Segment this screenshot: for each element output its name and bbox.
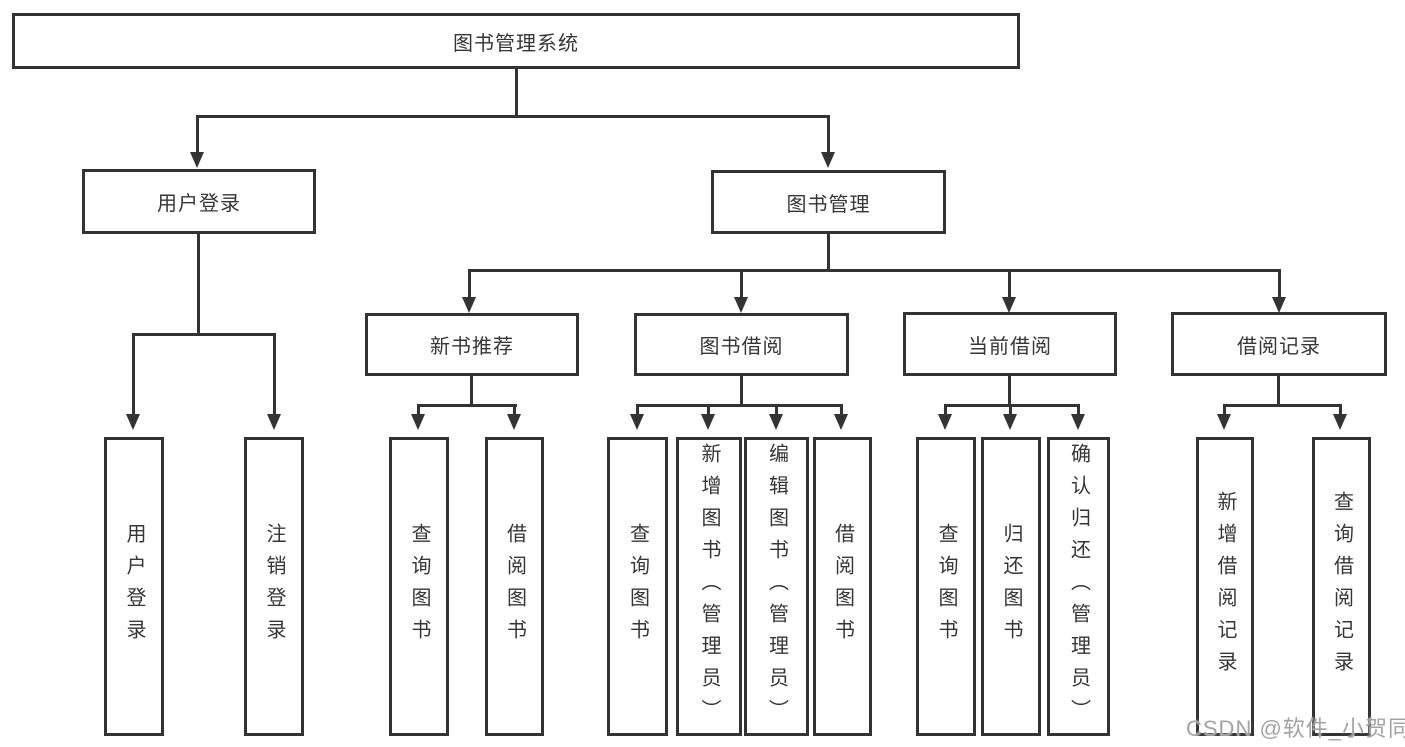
connector-line (636, 404, 639, 416)
arrow-down-icon (1071, 414, 1085, 430)
arrow-down-icon (411, 414, 425, 430)
connector-line (468, 269, 471, 298)
node-root-system: 图书管理系统 (12, 13, 1020, 69)
arrow-down-icon (1272, 297, 1286, 313)
arrow-down-icon (1003, 414, 1017, 430)
connector-line (707, 404, 710, 416)
connector-line (515, 68, 518, 118)
node-label: 图书借阅 (699, 336, 784, 358)
leaf-label: 查询借阅记录 (1330, 490, 1353, 683)
leaf-label: 借阅图书 (831, 522, 854, 651)
arrow-down-icon (834, 414, 848, 430)
node-new-book-recommend: 新书推荐 (365, 313, 579, 376)
connector-line (840, 404, 843, 416)
leaf-user-login: 用户登录 (104, 437, 164, 736)
arrow-down-icon (267, 414, 281, 430)
connector-line (636, 404, 843, 407)
node-label: 图书管理系统 (453, 32, 579, 55)
leaf-label: 注销登录 (263, 522, 285, 651)
arrow-down-icon (1217, 414, 1231, 430)
csdn-watermark: CSDN @软件_小贺同学 (1186, 716, 1405, 741)
arrow-down-icon (507, 414, 521, 430)
node-label: 用户登录 (157, 193, 241, 215)
leaf-label: 查询图书 (408, 522, 430, 651)
connector-line (944, 404, 947, 416)
connector-line (1009, 404, 1012, 416)
connector-line (740, 269, 743, 298)
connector-line (1077, 404, 1080, 416)
leaf-label: 用户登录 (123, 522, 145, 651)
leaf-label: 确认归还（管理员） (1067, 442, 1090, 731)
connector-line (775, 404, 778, 416)
connector-line (417, 404, 517, 407)
connector-line (827, 234, 830, 272)
arrow-down-icon (701, 414, 715, 430)
leaf-return-book: 归还图书 (981, 437, 1041, 736)
connector-line (1277, 376, 1280, 407)
connector-line (197, 234, 200, 334)
arrow-down-icon (1333, 414, 1347, 430)
connector-line (470, 376, 473, 407)
leaf-label: 新增借阅记录 (1214, 490, 1236, 683)
connector-line (1339, 404, 1342, 416)
node-borrow-records: 借阅记录 (1171, 312, 1387, 376)
arrow-down-icon (126, 414, 140, 430)
connector-line (740, 376, 743, 407)
leaf-query-book-2: 查询图书 (607, 437, 668, 736)
leaf-add-borrow-record: 新增借阅记录 (1196, 437, 1254, 736)
leaf-borrow-book-2: 借阅图书 (813, 437, 872, 736)
arrow-down-icon (190, 152, 204, 168)
arrow-down-icon (630, 414, 644, 430)
leaf-label: 归还图书 (1000, 522, 1022, 651)
node-label: 当前借阅 (968, 335, 1052, 358)
node-user-login: 用户登录 (82, 169, 316, 234)
leaf-label: 借阅图书 (503, 522, 526, 651)
leaf-query-borrow-record: 查询借阅记录 (1312, 437, 1371, 736)
leaf-query-book-1: 查询图书 (389, 437, 449, 736)
connector-line (1008, 269, 1011, 298)
connector-line (132, 333, 276, 336)
node-book-borrow: 图书借阅 (634, 313, 849, 376)
node-label: 图书管理 (786, 193, 871, 216)
leaf-add-book-admin: 新增图书（管理员） (676, 437, 742, 736)
connector-line (273, 333, 276, 417)
connector-line (196, 115, 830, 118)
node-current-borrow: 当前借阅 (903, 312, 1117, 376)
arrow-down-icon (769, 414, 783, 430)
leaf-label: 查询图书 (626, 522, 649, 651)
node-book-management: 图书管理 (711, 170, 946, 234)
connector-line (196, 115, 199, 153)
node-label: 新书推荐 (430, 336, 514, 358)
leaf-label: 新增图书（管理员） (698, 442, 720, 731)
connector-line (1278, 269, 1281, 298)
connector-line (468, 269, 1281, 272)
connector-line (132, 333, 135, 417)
connector-line (417, 404, 420, 416)
arrow-down-icon (462, 297, 476, 313)
connector-line (827, 115, 830, 153)
leaf-borrow-book-1: 借阅图书 (485, 437, 544, 736)
connector-line (1008, 376, 1011, 407)
connector-line (513, 404, 516, 416)
leaf-logout: 注销登录 (244, 437, 304, 736)
leaf-label: 编辑图书（管理员） (765, 442, 788, 731)
connector-line (1223, 404, 1342, 407)
leaf-query-book-3: 查询图书 (916, 437, 976, 736)
arrow-down-icon (821, 152, 835, 168)
connector-line (1223, 404, 1226, 416)
leaf-confirm-return-admin: 确认归还（管理员） (1047, 437, 1110, 736)
leaf-edit-book-admin: 编辑图书（管理员） (744, 437, 809, 736)
leaf-label: 查询图书 (935, 522, 957, 651)
arrow-down-icon (1002, 297, 1016, 313)
arrow-down-icon (938, 414, 952, 430)
node-label: 借阅记录 (1237, 335, 1321, 358)
arrow-down-icon (734, 297, 748, 313)
